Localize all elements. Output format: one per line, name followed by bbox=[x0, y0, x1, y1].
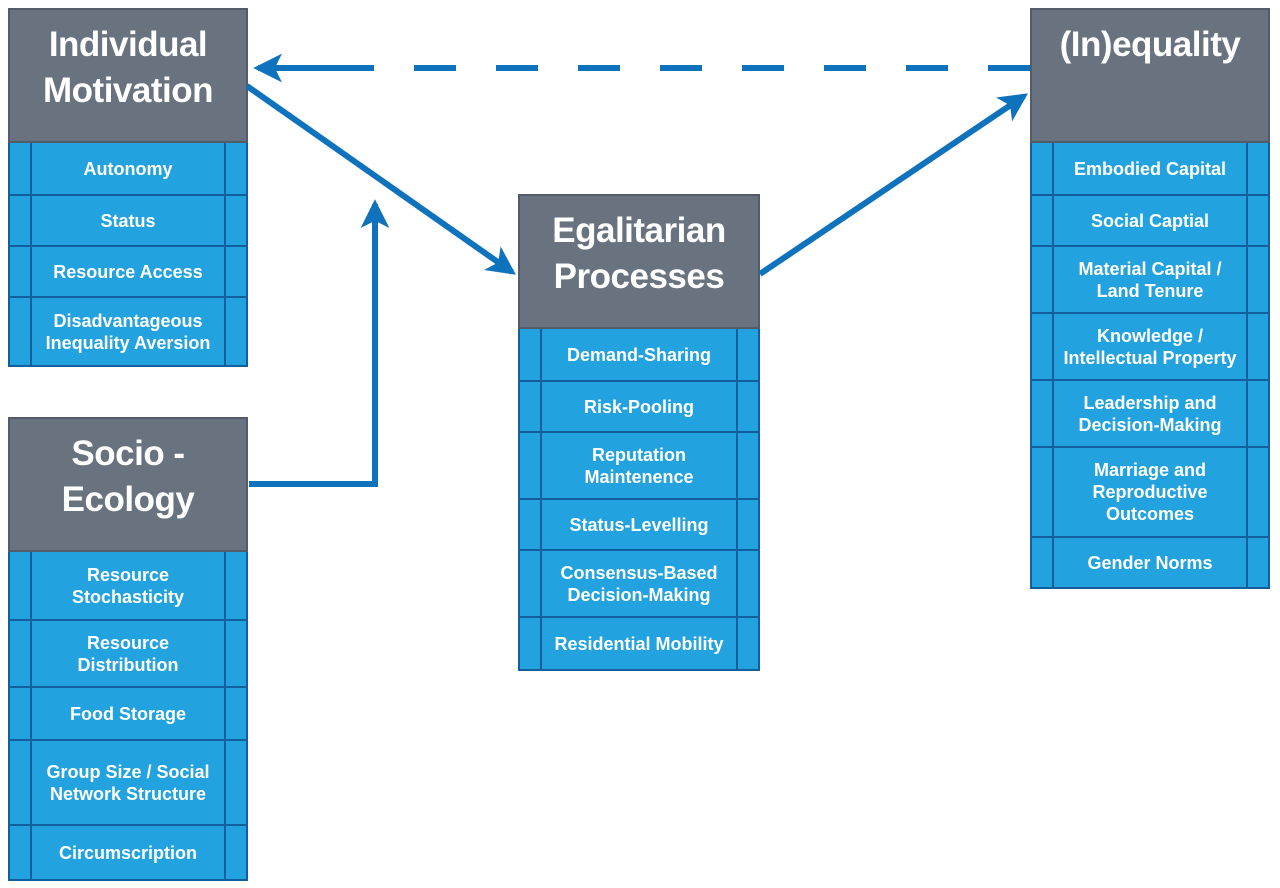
list-item: Reputation Maintenence bbox=[520, 431, 758, 498]
list-item: Resource Distribution bbox=[10, 619, 246, 686]
socio-ecology-elbow-arrow bbox=[249, 199, 390, 487]
list-item: Status-Levelling bbox=[520, 498, 758, 549]
list-item: Residential Mobility bbox=[520, 616, 758, 669]
list-item: Food Storage bbox=[10, 686, 246, 739]
list-item: Resource Stochasticity bbox=[71, 564, 185, 607]
list-item: Consensus-Based Decision-Making bbox=[520, 549, 758, 616]
box-title-socio-ecology: Socio - Ecology bbox=[8, 417, 248, 552]
list-item: Leadership and Decision-Making bbox=[1032, 379, 1268, 446]
list-item: Demand-Sharing bbox=[566, 344, 712, 365]
list-item: Circumscription bbox=[10, 824, 246, 879]
list-item: Gender Norms bbox=[1032, 536, 1268, 587]
list-item: Resource Access bbox=[10, 245, 246, 296]
list-item: Status bbox=[10, 194, 246, 245]
list-item: Social Captial bbox=[1032, 194, 1268, 245]
list-item: Material Capital / Land Tenure bbox=[1032, 245, 1268, 312]
list-item: Risk-Pooling bbox=[520, 380, 758, 431]
motivation-to-egalitarian-arrow bbox=[245, 83, 516, 275]
list-item: Autonomy bbox=[83, 158, 173, 179]
box-title-inequality: (In)equality bbox=[1030, 8, 1270, 143]
list-item: Disadvantageous Inequality Aversion bbox=[10, 296, 246, 365]
list-item: Marriage and Reproductive Outcomes bbox=[1032, 446, 1268, 536]
box-title-egalitarian-processes: Egalitarian Processes bbox=[518, 194, 760, 329]
list-item: Embodied Capital bbox=[1073, 158, 1226, 179]
egalitarian-to-inequality-arrow bbox=[758, 93, 1028, 277]
list-item: Group Size / Social Network Structure bbox=[10, 739, 246, 824]
box-title-individual-motivation: Individual Motivation bbox=[8, 8, 248, 143]
list-item: Knowledge / Intellectual Property bbox=[1032, 312, 1268, 379]
